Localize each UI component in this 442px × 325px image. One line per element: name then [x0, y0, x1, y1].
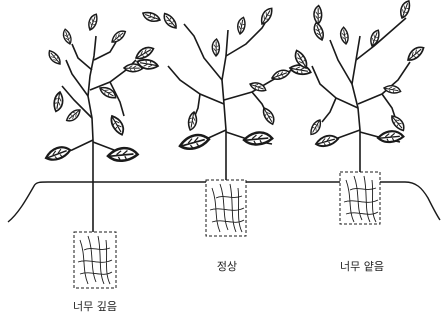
label-normal: 정상	[217, 258, 237, 274]
label-too-shallow: 너무 얕음	[340, 258, 384, 274]
label-too-deep: 너무 깊음	[73, 298, 117, 314]
plant-normal	[136, 6, 312, 236]
plant-too-shallow	[293, 0, 426, 224]
plant-too-deep	[45, 13, 156, 288]
